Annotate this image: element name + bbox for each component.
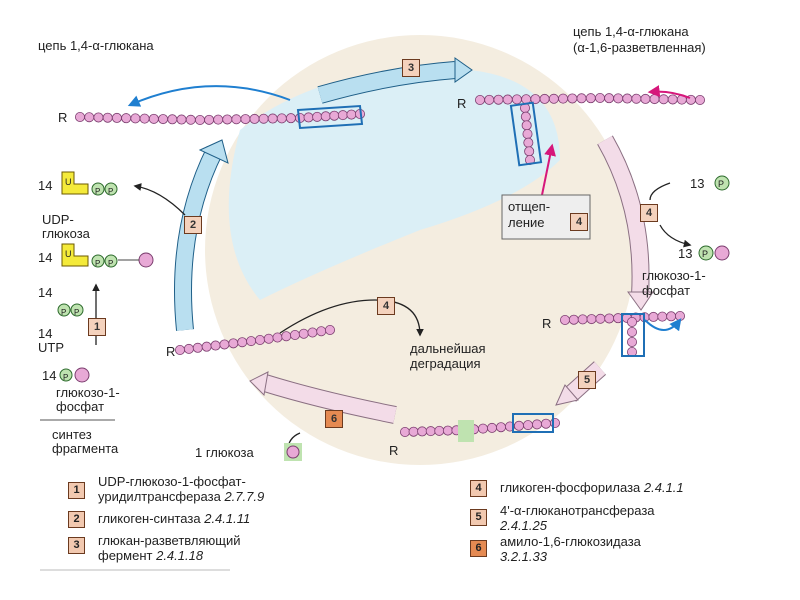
blue-curved-arrows [127, 85, 682, 332]
further-degradation-label-2: деградация [410, 356, 481, 371]
p-letter-g1p-right: P [702, 249, 709, 259]
count-14-pp: 14 [38, 285, 53, 300]
g1p-right-icon [698, 245, 730, 261]
top-right-chain-label-2: (α-1,6-разветвленная) [573, 40, 706, 55]
pp-icon [57, 303, 84, 317]
step-4-right-box: 4 [640, 204, 658, 222]
udp-icon-bottom [61, 243, 154, 268]
step-2-box: 2 [184, 216, 202, 234]
synthesis-label-1: синтез [52, 427, 92, 442]
legend-num-3: 3 [68, 537, 85, 554]
count-14-udp-bottom: 14 [38, 250, 53, 265]
glucose-bead [695, 95, 706, 106]
step-1-box: 1 [88, 318, 106, 336]
g1p-left-icon [59, 367, 90, 383]
magenta-arrows [541, 85, 691, 196]
cycle-arrow-3 [317, 57, 473, 104]
r-end-right: R [542, 316, 552, 331]
legend-num-4: 4 [470, 480, 487, 497]
legend-num-5: 5 [470, 509, 487, 526]
step-5-box: 5 [578, 371, 596, 389]
legend-ec-2: 2.4.1.11 [204, 511, 251, 526]
p-letter-pp-2: P [74, 308, 80, 317]
legend-text-3b: фермент 2.4.1.18 [98, 548, 204, 563]
blue-highlight-boxes [296, 101, 645, 433]
r-end-mid: R [166, 344, 176, 359]
legend-text-4: гликоген-фосфорилаза 2.4.1.1 [500, 480, 684, 495]
r-end-top-left: R [58, 110, 68, 125]
legend-ec-1: 2.7.7.9 [224, 489, 265, 504]
cleavage-label-1: отщеп- [508, 199, 551, 214]
udp-glucose-label-1: UDP- [42, 212, 74, 227]
p-letter-top-1: P [95, 187, 101, 196]
legend-text-1a: UDP-глюкозо-1-фосфат- [98, 474, 246, 489]
legend-ec-6: 3.2.1.33 [500, 549, 547, 564]
r-end-top-right: R [457, 96, 467, 111]
p-letter-bottom-1: P [95, 259, 101, 268]
r-end-bottom: R [389, 443, 399, 458]
legend-text-3a: глюкан-разветвляющий [98, 533, 241, 548]
glucose-bead [324, 324, 335, 335]
legend-ec-5: 2.4.1.25 [500, 518, 547, 533]
legend-text-5a: 4'-α-глюканотрансфераза [500, 503, 655, 518]
u-letter-top: U [65, 177, 72, 187]
legend-text-6a: амило-1,6-глюкозидаза [500, 534, 641, 549]
count-13-g1p: 13 [678, 246, 693, 261]
legend-ec-3: 2.4.1.18 [156, 548, 204, 563]
p-letter-pp-1: P [61, 308, 67, 317]
legend-text-2: гликоген-синтаза 2.4.1.11 [98, 511, 251, 526]
glucose-bead [627, 326, 638, 337]
p-letter-bottom-2: P [108, 259, 114, 268]
count-13-p: 13 [690, 176, 705, 191]
branch-point-highlight [458, 420, 474, 442]
cycle-arrow-2 [174, 139, 229, 331]
single-glucose-icon [284, 443, 302, 461]
legend-text-1b: уридилтрансфераза 2.7.7.9 [98, 489, 265, 504]
p-letter-13: P [718, 179, 725, 189]
g1p-left-label-1: глюкозо-1- [56, 385, 120, 400]
legend-num-6: 6 [470, 540, 487, 557]
top-left-chain-label: цепь 1,4-α-глюкана [38, 38, 154, 53]
g1p-right-label-1: глюкозо-1- [642, 268, 706, 283]
divider-bracket [40, 419, 230, 571]
cleavage-label-2: ление [508, 215, 545, 230]
udp-icon-top [61, 171, 118, 196]
g1p-left-label-2: фосфат [56, 399, 105, 414]
legend-ec-4: 2.4.1.1 [643, 480, 684, 495]
one-glucose-label: 1 глюкоза [195, 445, 254, 460]
utp-label: UTP [38, 340, 64, 355]
count-14-udp-top: 14 [38, 178, 53, 193]
step-6-box: 6 [325, 410, 343, 428]
synthesis-label-2: фрагмента [52, 441, 119, 456]
top-right-chain-label-1: цепь 1,4-α-глюкана [573, 24, 689, 39]
step-3-box: 3 [402, 59, 420, 77]
count-14-g1p: 14 [42, 368, 57, 383]
udp-glucose-label-2: глюкоза [42, 226, 90, 241]
count-14-utp: 14 [38, 326, 53, 341]
legend-num-1: 1 [68, 482, 85, 499]
glucose-chains [75, 93, 706, 442]
cycle-arrow-4 [597, 135, 654, 311]
cycle-arrow-6 [249, 371, 397, 424]
legend-num-2: 2 [68, 511, 85, 528]
further-degradation-label-1: дальнейшая [410, 341, 486, 356]
g1p-right-label-2: фосфат [642, 283, 691, 298]
p-letter-g1p-left: P [63, 373, 69, 382]
phosphate-13-icon [714, 175, 730, 191]
p-letter-top-2: P [108, 187, 114, 196]
step-4-lower-box: 4 [377, 297, 395, 315]
glucose-bead [627, 336, 638, 347]
glucose-bead [627, 316, 638, 327]
step-4-cleavage-box: 4 [570, 213, 588, 231]
u-letter-bottom: U [65, 249, 72, 259]
